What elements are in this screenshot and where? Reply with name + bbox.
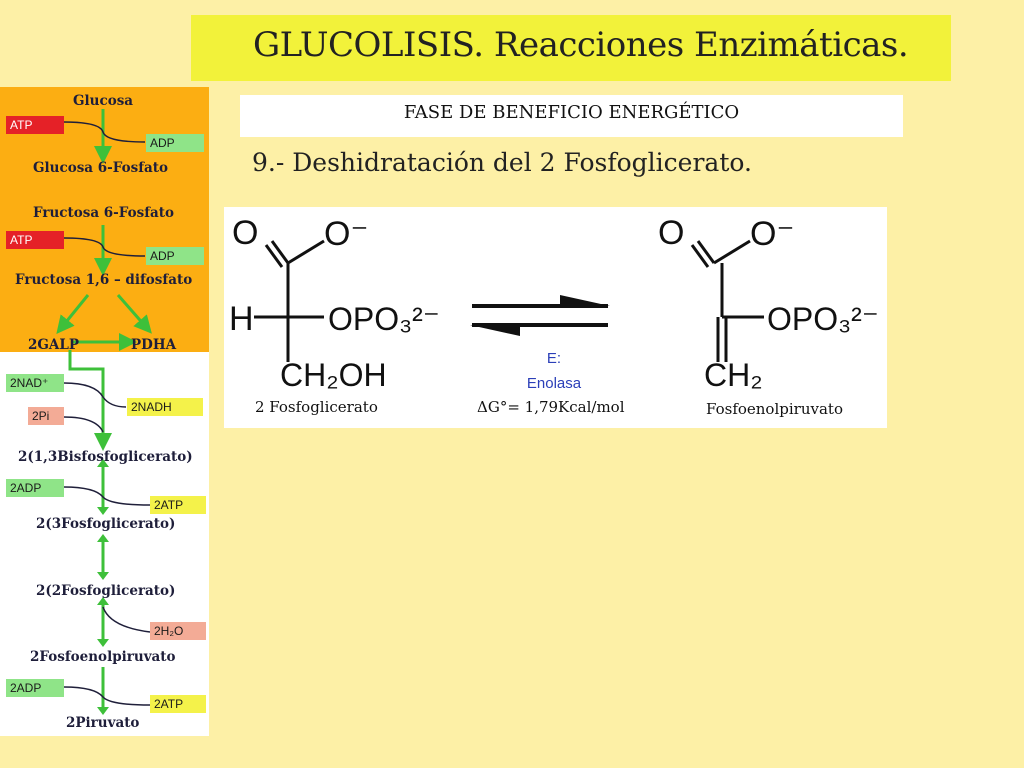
sub-group-opo3: OPO₃²⁻ bbox=[328, 301, 440, 337]
curve-nad bbox=[63, 382, 127, 408]
arrow-galp-bpg bbox=[68, 350, 112, 451]
curve-pi bbox=[63, 416, 104, 433]
arrow-split-right bbox=[116, 294, 152, 334]
metabolite-pg2: 2(2Fosfoglicerato) bbox=[36, 583, 176, 599]
metabolite-galp: 2GALP bbox=[28, 337, 80, 353]
metabolite-pep: 2Fosfoenolpiruvato bbox=[30, 649, 176, 665]
prod-atom-oneg: O⁻ bbox=[750, 215, 795, 253]
curve-adp4 bbox=[63, 686, 151, 706]
curve-atp1 bbox=[63, 121, 146, 143]
sub-atom-oneg: O⁻ bbox=[324, 215, 369, 253]
curve-atp2 bbox=[63, 237, 146, 257]
cofactor-atp-1: ATP bbox=[6, 116, 64, 134]
sub-bond-co-single bbox=[287, 239, 325, 265]
substrate-name: 2 Fosfoglicerato bbox=[255, 398, 378, 416]
forward-arrowhead bbox=[560, 295, 610, 306]
reverse-arrowhead bbox=[470, 325, 520, 336]
cofactor-atp-4: 2ATP bbox=[150, 695, 206, 713]
enzyme-name: Enolasa bbox=[526, 375, 582, 392]
curve-h2o bbox=[102, 606, 151, 633]
prod-group-ch2: CH₂ bbox=[704, 357, 763, 393]
cofactor-atp-2: ATP bbox=[6, 231, 64, 249]
cofactor-nadh: 2NADH bbox=[127, 398, 203, 416]
cofactor-atp-3: 2ATP bbox=[150, 496, 206, 514]
cofactor-nad: 2NAD⁺ bbox=[6, 374, 64, 392]
prod-group-opo3: OPO₃²⁻ bbox=[767, 301, 879, 337]
reaction-structures bbox=[254, 239, 764, 362]
cofactor-adp-1: ADP bbox=[146, 134, 204, 152]
prod-bond-co-single bbox=[713, 239, 751, 265]
reaction-panel: O O⁻ H OPO₃²⁻ CH₂OH O O⁻ OPO₃²⁻ CH₂ 2 Fo… bbox=[224, 207, 887, 428]
metabolite-f6p: Fructosa 6-Fosfato bbox=[33, 205, 175, 221]
metabolite-pg3: 2(3Fosfoglicerato) bbox=[36, 516, 176, 532]
metabolite-glucosa: Glucosa bbox=[73, 93, 134, 109]
product-name: Fosfoenolpiruvato bbox=[706, 400, 843, 418]
cofactor-adp-3: 2ADP bbox=[6, 479, 64, 497]
phase-label: FASE DE BENEFICIO ENERGÉTICO bbox=[403, 102, 740, 123]
curve-adp3 bbox=[63, 486, 151, 506]
sub-group-ch2oh: CH₂OH bbox=[280, 357, 387, 393]
prod-bond-co-double-a bbox=[696, 240, 716, 264]
prod-atom-o: O bbox=[658, 214, 685, 252]
prod-bond-co-double-b bbox=[690, 244, 710, 268]
metabolite-f16: Fructosa 1,6 – difosfato bbox=[15, 272, 193, 288]
sub-bond-co-double-a bbox=[270, 240, 290, 264]
metabolite-g6p: Glucosa 6-Fosfato bbox=[33, 160, 168, 176]
cofactor-h2o: 2H₂O bbox=[150, 622, 206, 640]
free-energy: ΔG°= 1,79Kcal/mol bbox=[477, 398, 625, 416]
cofactor-pi: 2Pi bbox=[28, 407, 64, 425]
page-title: GLUCOLISIS. Reacciones Enzimáticas. bbox=[253, 25, 909, 65]
metabolite-bpg: 2(1,3Bisfosfoglicerato) bbox=[18, 449, 193, 465]
sub-atom-h: H bbox=[229, 300, 254, 338]
enzyme-prefix: E: bbox=[546, 350, 562, 367]
sub-atom-o: O bbox=[232, 214, 259, 252]
glycolysis-pathway: Glucosa Glucosa 6-Fosfato Fructosa 6-Fos… bbox=[0, 87, 209, 736]
metabolite-pyr: 2Piruvato bbox=[66, 715, 140, 731]
sub-bond-co-double-b bbox=[264, 244, 284, 268]
cofactor-adp-2: ADP bbox=[146, 247, 204, 265]
cofactor-adp-4: 2ADP bbox=[6, 679, 64, 697]
title-banner: GLUCOLISIS. Reacciones Enzimáticas. bbox=[191, 15, 951, 81]
pathway-arrows bbox=[56, 109, 152, 715]
arrow-split-left bbox=[56, 294, 90, 334]
metabolite-pdha: PDHA bbox=[131, 337, 177, 353]
equilibrium-arrows bbox=[472, 304, 608, 327]
step-heading: 9.- Deshidratación del 2 Fosfoglicerato. bbox=[252, 148, 752, 177]
phase-banner: FASE DE BENEFICIO ENERGÉTICO bbox=[240, 95, 903, 137]
